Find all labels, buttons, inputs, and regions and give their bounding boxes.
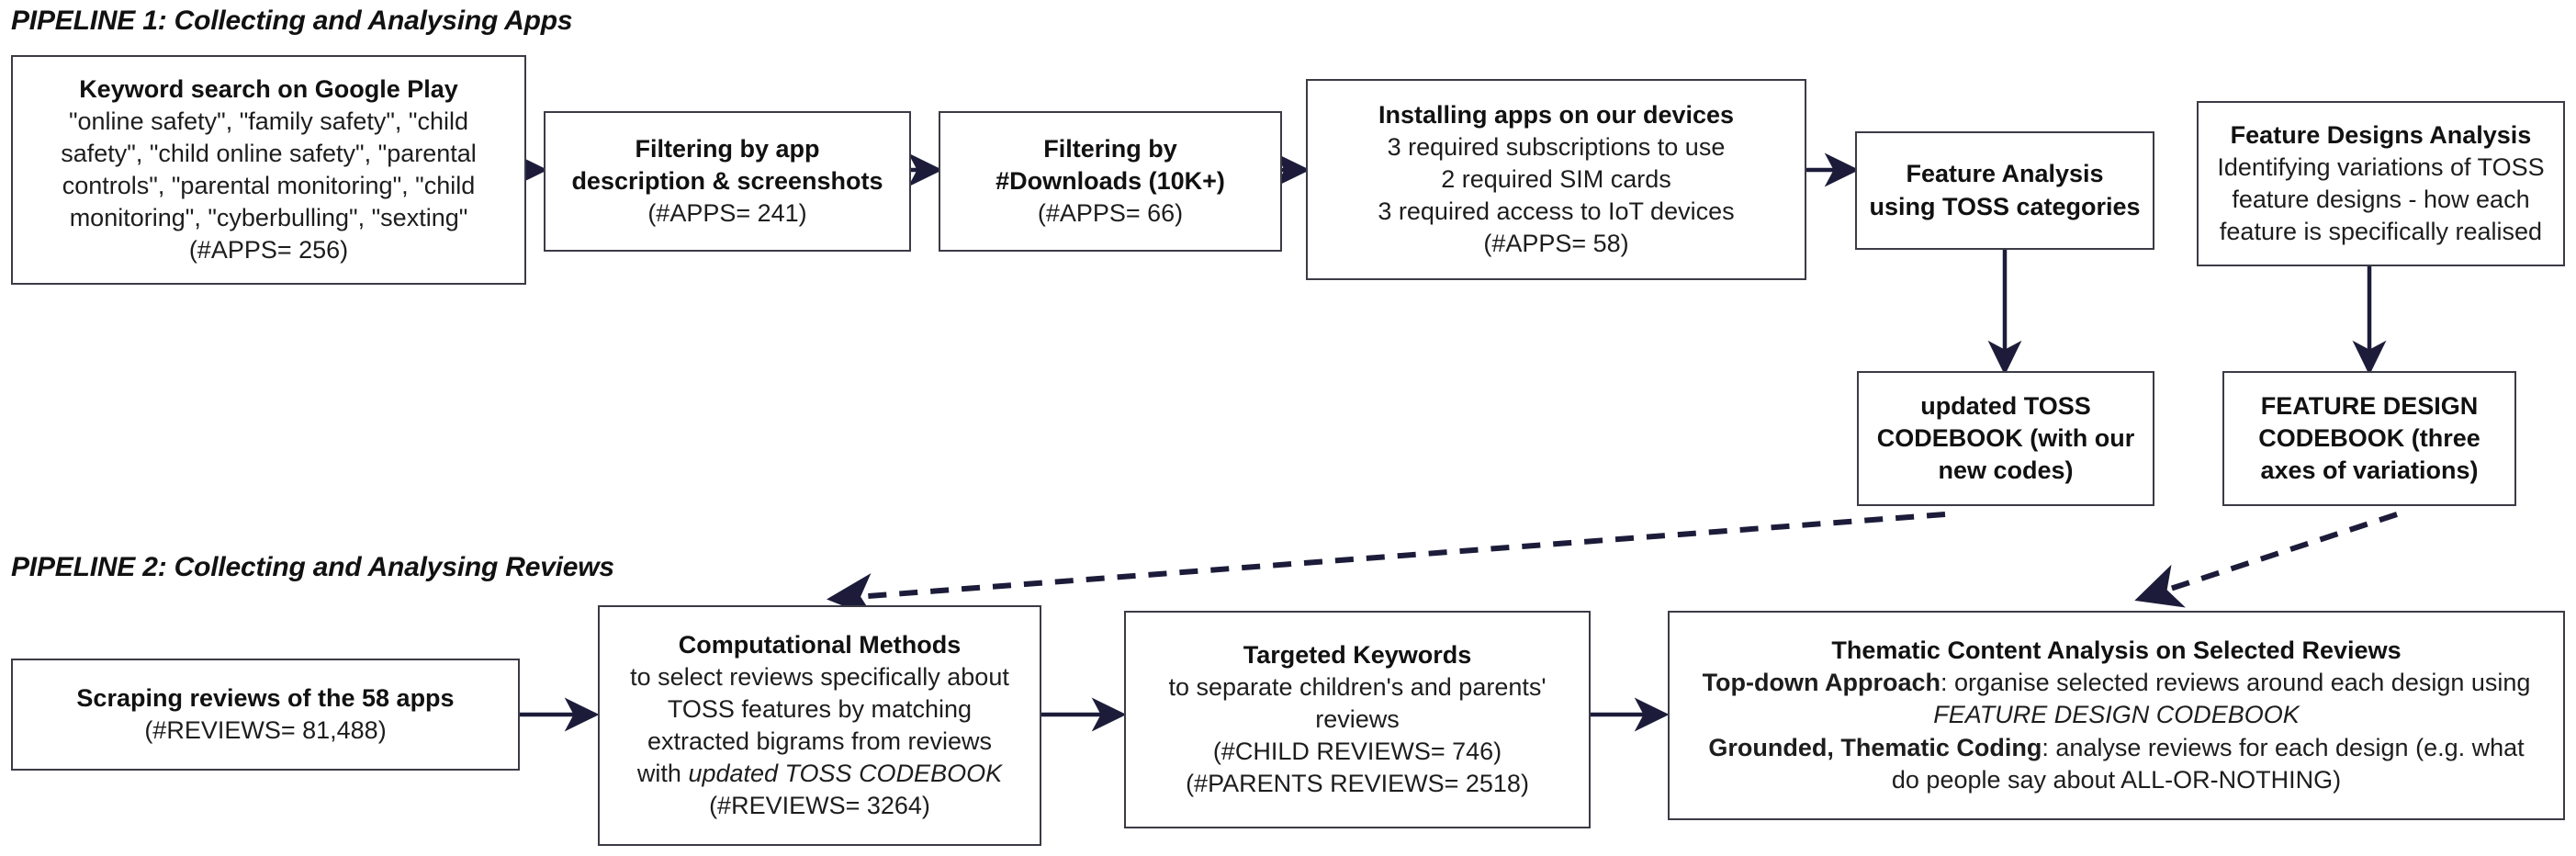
topdown-rest: : organise selected reviews around each … xyxy=(1940,669,2531,697)
node-installing-apps[interactable]: Installing apps on our devices 3 require… xyxy=(1306,79,1806,280)
node-title-3: new codes) xyxy=(1938,456,2074,485)
node-child-count: (#CHILD REVIEWS= 746) xyxy=(1212,738,1502,766)
node-title-3: axes of variations) xyxy=(2260,456,2479,485)
node-title: Thematic Content Analysis on Selected Re… xyxy=(1831,636,2402,665)
node-feature-analysis[interactable]: Feature Analysis using TOSS categories xyxy=(1855,131,2154,250)
node-parents-count: (#PARENTS REVIEWS= 2518) xyxy=(1186,770,1529,798)
node-keyword-search[interactable]: Keyword search on Google Play "online sa… xyxy=(11,55,526,285)
node-line: to separate children's and parents' xyxy=(1168,672,1547,701)
node-count: (#REVIEWS= 81,488) xyxy=(144,716,387,744)
node-title-2: #Downloads (10K+) xyxy=(996,166,1225,195)
node-title-2: description & screenshots xyxy=(571,166,883,195)
node-line: to select reviews specifically about xyxy=(630,662,1009,691)
node-feature-design-codebook[interactable]: FEATURE DESIGN CODEBOOK (three axes of v… xyxy=(2222,371,2516,506)
node-toss-codebook[interactable]: updated TOSS CODEBOOK (with our new code… xyxy=(1857,371,2154,506)
topdown-approach-line: Top-down Approach: organise selected rev… xyxy=(1703,667,2531,699)
grounded-coding-line-2: do people say about ALL-OR-NOTHING) xyxy=(1891,765,2342,794)
node-title: Keyword search on Google Play xyxy=(79,74,458,103)
pipeline-1-title: PIPELINE 1: Collecting and Analysing App… xyxy=(11,6,573,36)
node-count: (#REVIEWS= 3264) xyxy=(709,792,930,820)
node-title-2: using TOSS categories xyxy=(1869,192,2141,220)
node-line: controls", "parental monitoring", "child xyxy=(62,172,476,199)
node-line: 3 required access to IoT devices xyxy=(1378,197,1735,226)
node-count: (#APPS= 58) xyxy=(1483,230,1629,258)
node-line: 2 required SIM cards xyxy=(1441,164,1671,193)
node-line: extracted bigrams from reviews xyxy=(647,727,993,755)
codebook-reference: updated TOSS CODEBOOK xyxy=(688,760,1003,788)
node-count: (#APPS= 241) xyxy=(647,199,807,228)
feature-design-codebook-reference: FEATURE DESIGN CODEBOOK xyxy=(1933,701,2300,729)
node-title: Computational Methods xyxy=(678,630,962,659)
node-title-2: CODEBOOK (three xyxy=(2258,423,2480,452)
node-title: Feature Designs Analysis xyxy=(2230,120,2532,149)
node-filter-description[interactable]: Filtering by app description & screensho… xyxy=(544,111,911,252)
node-line: TOSS features by matching xyxy=(667,694,973,723)
node-title: Feature Analysis xyxy=(1906,160,2104,188)
node-count: (#APPS= 66) xyxy=(1037,199,1184,228)
node-line: reviews xyxy=(1315,704,1400,733)
node-line: 3 required subscriptions to use xyxy=(1387,132,1726,161)
node-title-2: CODEBOOK (with our xyxy=(1876,423,2135,452)
node-title: Targeted Keywords xyxy=(1243,640,1472,669)
node-line-with-italic: with updated TOSS CODEBOOK xyxy=(637,758,1002,790)
node-line: monitoring", "cyberbulling", "sexting" xyxy=(69,204,468,232)
node-computational-methods[interactable]: Computational Methods to select reviews … xyxy=(598,605,1041,846)
node-title: Filtering by app xyxy=(635,134,820,163)
node-title: FEATURE DESIGN xyxy=(2260,391,2479,420)
node-line: feature is specifically realised xyxy=(2219,218,2543,246)
node-count: (#APPS= 256) xyxy=(188,236,349,265)
node-line: "online safety", "family safety", "child xyxy=(68,107,469,135)
node-feature-designs-analysis[interactable]: Feature Designs Analysis Identifying var… xyxy=(2197,101,2565,266)
line-prefix: with xyxy=(636,760,689,788)
node-line: Identifying variations of TOSS xyxy=(2217,152,2545,181)
node-scraping-reviews[interactable]: Scraping reviews of the 58 apps (#REVIEW… xyxy=(11,659,520,771)
node-title: Filtering by xyxy=(1043,134,1177,163)
node-line: feature designs - how each xyxy=(2232,186,2530,213)
node-title: updated TOSS xyxy=(1920,391,2091,420)
node-title: Scraping reviews of the 58 apps xyxy=(76,683,455,712)
node-targeted-keywords[interactable]: Targeted Keywords to separate children's… xyxy=(1124,611,1591,828)
grounded-coding-line: Grounded, Thematic Coding: analyse revie… xyxy=(1708,732,2524,764)
pipeline-2-title: PIPELINE 2: Collecting and Analysing Rev… xyxy=(11,552,614,582)
node-title: Installing apps on our devices xyxy=(1378,100,1735,129)
node-thematic-analysis[interactable]: Thematic Content Analysis on Selected Re… xyxy=(1668,611,2565,820)
grounded-label: Grounded, Thematic Coding xyxy=(1708,733,2042,761)
node-line: safety", "child online safety", "parenta… xyxy=(61,139,477,167)
node-filter-downloads[interactable]: Filtering by #Downloads (10K+) (#APPS= 6… xyxy=(939,111,1282,252)
grounded-rest: : analyse reviews for each design (e.g. … xyxy=(2042,733,2525,761)
topdown-label: Top-down Approach xyxy=(1702,669,1941,697)
